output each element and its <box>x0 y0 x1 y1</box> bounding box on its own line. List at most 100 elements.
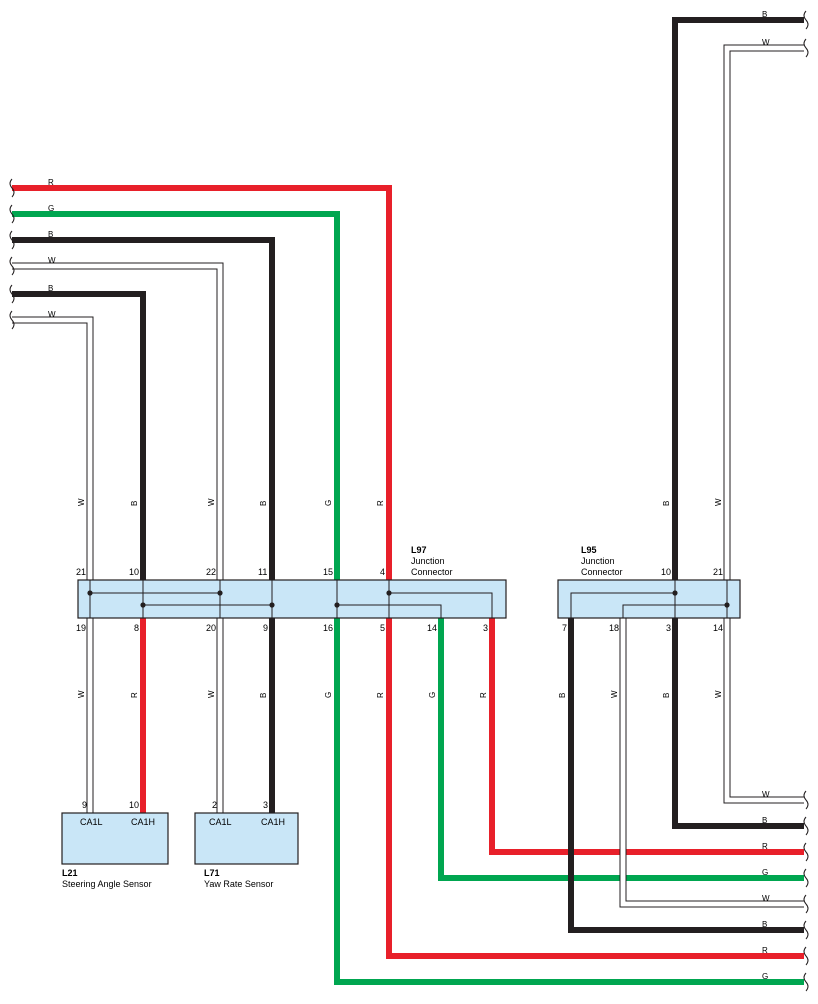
wire-b-to-l71-ca1h <box>12 237 275 813</box>
wire-g-l97-pin14-to-right <box>438 618 804 881</box>
wire-break-mark <box>803 894 809 914</box>
wire-w-to-l71-ca1l-outline <box>12 262 224 813</box>
wire-label: B <box>259 693 268 698</box>
wire-label: W <box>714 690 723 698</box>
wire-b-l95-pin7-to-right <box>568 618 804 933</box>
pin-number: 21 <box>76 567 86 577</box>
pin-number: 9 <box>82 800 87 810</box>
l97-splice-dots <box>87 590 392 608</box>
l97-connector-id: L97 <box>411 545 427 555</box>
l95-splice-dots <box>672 590 730 608</box>
wire-break-marks <box>9 10 809 992</box>
wire-label: W <box>207 498 216 506</box>
pin-number: 10 <box>129 567 139 577</box>
wire-break-mark <box>9 310 15 330</box>
wire-label: R <box>130 692 139 698</box>
wire-label: W <box>762 38 770 47</box>
wire-label: B <box>259 501 268 506</box>
pin-number: 11 <box>258 567 267 577</box>
l21-body <box>61 812 169 865</box>
wire-label: B <box>762 920 767 929</box>
wire-label: B <box>762 816 767 825</box>
wire-b-to-l97-pin10 <box>12 291 146 580</box>
l71-component-id: L71 <box>204 868 220 878</box>
pin-number: 5 <box>380 623 385 633</box>
pin-number: 7 <box>562 623 567 633</box>
pin-number: 20 <box>206 623 216 633</box>
wire-break-mark <box>9 256 15 276</box>
wire-label: B <box>48 284 53 293</box>
wire-label: R <box>762 946 768 955</box>
pin-number: 22 <box>206 567 216 577</box>
wire-label: G <box>428 692 437 698</box>
pin-number: 3 <box>263 800 268 810</box>
wire-break-mark <box>803 38 809 58</box>
wire-break-mark <box>9 230 15 250</box>
wire-w-top-right-through-l95 <box>724 45 804 803</box>
l21-steering-angle-sensor: 9 10 CA1L CA1H L21 Steering Angle Sensor <box>61 800 169 889</box>
pin-number: 15 <box>323 567 333 577</box>
pin-number: 10 <box>661 567 671 577</box>
l71-body <box>194 812 299 865</box>
wire-break-mark <box>803 790 809 810</box>
wire-break-mark <box>803 920 809 940</box>
l95-junction-connector: L95 Junction Connector 10 21 7 18 3 14 <box>557 545 741 633</box>
wire-break-mark <box>9 204 15 224</box>
wire-w-top-right-through-l95-outline <box>723 44 804 804</box>
pin-number: 18 <box>609 623 619 633</box>
pin-number: 8 <box>134 623 139 633</box>
wire-label: R <box>376 500 385 506</box>
terminal-label: CA1H <box>261 817 285 827</box>
wire-label: W <box>762 790 770 799</box>
wire-color-labels: R G B W B W B W W B R G W B R G W B W B … <box>48 10 770 981</box>
l95-body <box>557 579 741 619</box>
l71-yaw-rate-sensor: 2 3 CA1L CA1H L71 Yaw Rate Sensor <box>194 800 299 889</box>
terminal-label: CA1L <box>80 817 103 827</box>
wire-break-mark <box>9 178 15 198</box>
wire-r-l97-pin3-to-right <box>489 618 804 855</box>
l71-component-name: Yaw Rate Sensor <box>204 879 273 889</box>
wire-b-top-right-through-l95 <box>672 17 804 829</box>
wire-label: B <box>130 501 139 506</box>
wire-label: B <box>662 693 671 698</box>
wire-label: W <box>762 894 770 903</box>
l21-component-name: Steering Angle Sensor <box>62 879 152 889</box>
wire-label: R <box>376 692 385 698</box>
wire-label: G <box>324 692 333 698</box>
wire-label: W <box>48 256 56 265</box>
pin-number: 14 <box>427 623 437 633</box>
l97-connector-name: Junction <box>411 556 445 566</box>
wire-break-mark <box>803 868 809 888</box>
wire-label: W <box>714 498 723 506</box>
wire-label: B <box>662 501 671 506</box>
wire-w-l95-pin18-to-right-outline <box>619 618 804 908</box>
wire-w-to-l21-ca1l <box>12 317 93 813</box>
wire-label: R <box>479 692 488 698</box>
pin-number: 3 <box>483 623 488 633</box>
wire-label: G <box>762 868 768 877</box>
l95-internal-bus <box>570 580 728 618</box>
wire-break-mark <box>9 284 15 304</box>
wire-label: W <box>77 498 86 506</box>
l97-connector-name: Connector <box>411 567 453 577</box>
wire-label: W <box>207 690 216 698</box>
l97-body <box>77 579 507 619</box>
wire-break-mark <box>803 972 809 992</box>
wire-break-mark <box>803 816 809 836</box>
terminal-label: CA1L <box>209 817 232 827</box>
wires <box>12 17 804 985</box>
pin-number: 14 <box>713 623 723 633</box>
wire-label: R <box>762 842 768 851</box>
wire-w-l95-pin18-to-right <box>620 618 804 907</box>
wire-label: W <box>48 310 56 319</box>
pin-number: 4 <box>380 567 385 577</box>
l21-component-id: L21 <box>62 868 78 878</box>
wire-label: B <box>48 230 53 239</box>
wire-break-mark <box>803 842 809 862</box>
l97-junction-connector: L97 Junction Connector 21 10 22 11 15 4 … <box>76 545 507 633</box>
wire-label: B <box>558 693 567 698</box>
terminal-label: CA1H <box>131 817 155 827</box>
wire-label: W <box>610 690 619 698</box>
l95-connector-name: Junction <box>581 556 615 566</box>
wire-label: R <box>48 178 54 187</box>
